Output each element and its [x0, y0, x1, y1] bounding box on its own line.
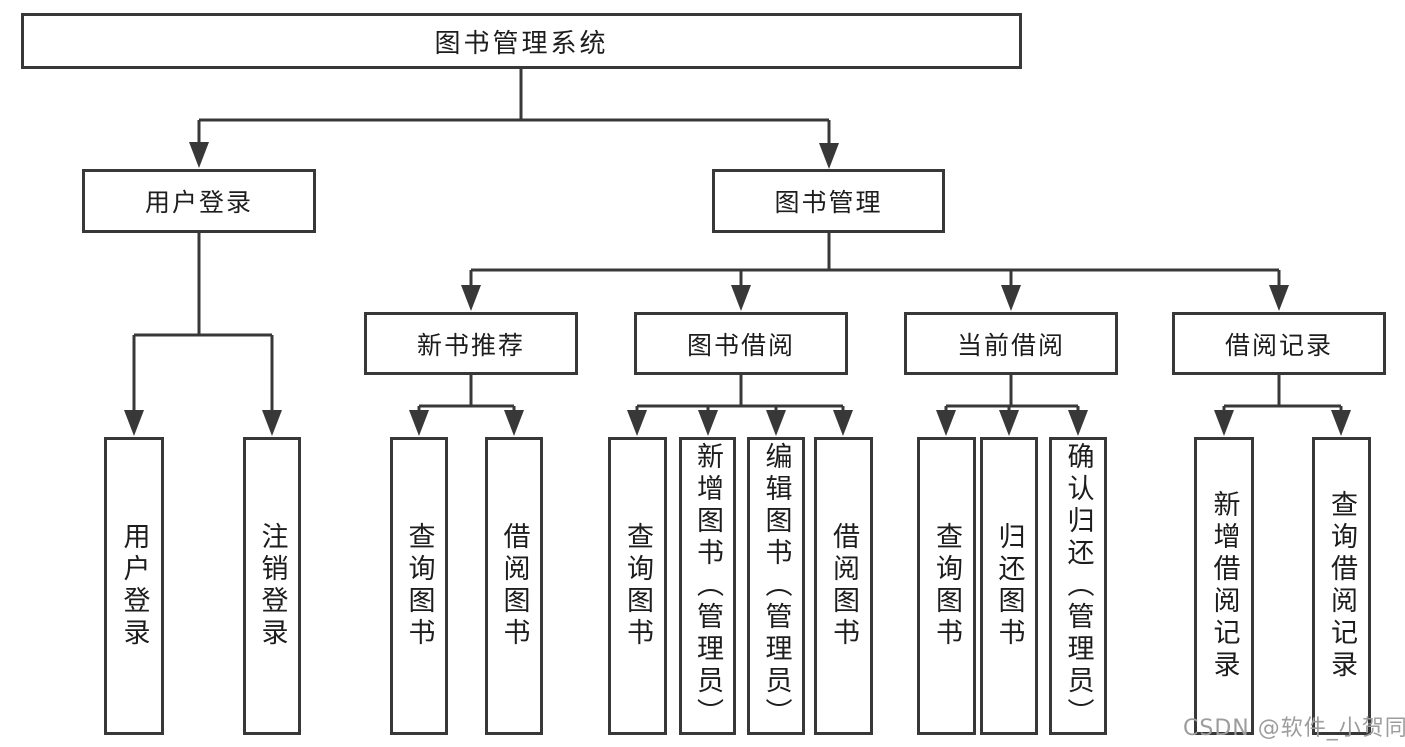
- node-label: 图书借阅: [686, 330, 795, 360]
- watermark-text: CSDN @软件_小贺同学: [1183, 716, 1405, 741]
- leaf-query-books-1: 查询图书: [390, 437, 448, 735]
- node-label: 归还图书: [993, 522, 1025, 650]
- node-label: 新书推荐: [416, 330, 525, 360]
- node-label: 借阅图书: [498, 522, 530, 650]
- node-label: 新增借阅记录: [1208, 490, 1240, 682]
- leaf-borrow-books-1: 借阅图书: [485, 437, 543, 735]
- node-borrow-records: 借阅记录: [1172, 312, 1386, 375]
- node-label: 图书管理系统: [434, 28, 609, 59]
- leaf-confirm-return-admin: 确认归还（管理员）: [1049, 437, 1107, 735]
- leaf-query-books-2: 查询图书: [608, 437, 667, 735]
- node-label: 注销登录: [256, 522, 288, 650]
- csdn-watermark: CSDN @软件_小贺同学: [1183, 716, 1405, 742]
- node-label: 查询图书: [931, 522, 962, 650]
- node-label: 查询借阅记录: [1326, 490, 1357, 682]
- node-book-borrowing: 图书借阅: [634, 312, 848, 375]
- node-new-book-recommend: 新书推荐: [364, 312, 578, 375]
- node-book-management: 图书管理: [712, 169, 945, 233]
- node-label: 用户登录: [118, 522, 150, 650]
- leaf-logout: 注销登录: [243, 437, 301, 735]
- leaf-query-books-3: 查询图书: [917, 437, 976, 735]
- leaf-query-borrow-record: 查询借阅记录: [1312, 437, 1371, 735]
- leaf-borrow-books-2: 借阅图书: [814, 437, 873, 735]
- leaf-add-book-admin: 新增图书（管理员）: [679, 437, 736, 735]
- node-label: 用户登录: [144, 188, 253, 217]
- node-label: 查询图书: [403, 522, 435, 650]
- node-label: 新增图书（管理员）: [692, 442, 723, 730]
- node-label: 确认归还（管理员）: [1062, 442, 1094, 730]
- leaf-return-book: 归还图书: [980, 437, 1038, 735]
- node-label: 图书管理: [774, 188, 883, 217]
- node-root-system: 图书管理系统: [21, 13, 1022, 69]
- node-label: 借阅图书: [828, 522, 859, 650]
- node-current-borrowing: 当前借阅: [904, 312, 1118, 375]
- node-label: 编辑图书（管理员）: [760, 442, 792, 730]
- node-label: 当前借阅: [956, 330, 1065, 360]
- leaf-user-login: 用户登录: [104, 437, 164, 735]
- node-user-login: 用户登录: [82, 169, 316, 233]
- leaf-edit-book-admin: 编辑图书（管理员）: [747, 437, 805, 735]
- leaf-add-borrow-record: 新增借阅记录: [1194, 437, 1254, 735]
- node-label: 查询图书: [622, 522, 653, 650]
- node-label: 借阅记录: [1224, 330, 1333, 360]
